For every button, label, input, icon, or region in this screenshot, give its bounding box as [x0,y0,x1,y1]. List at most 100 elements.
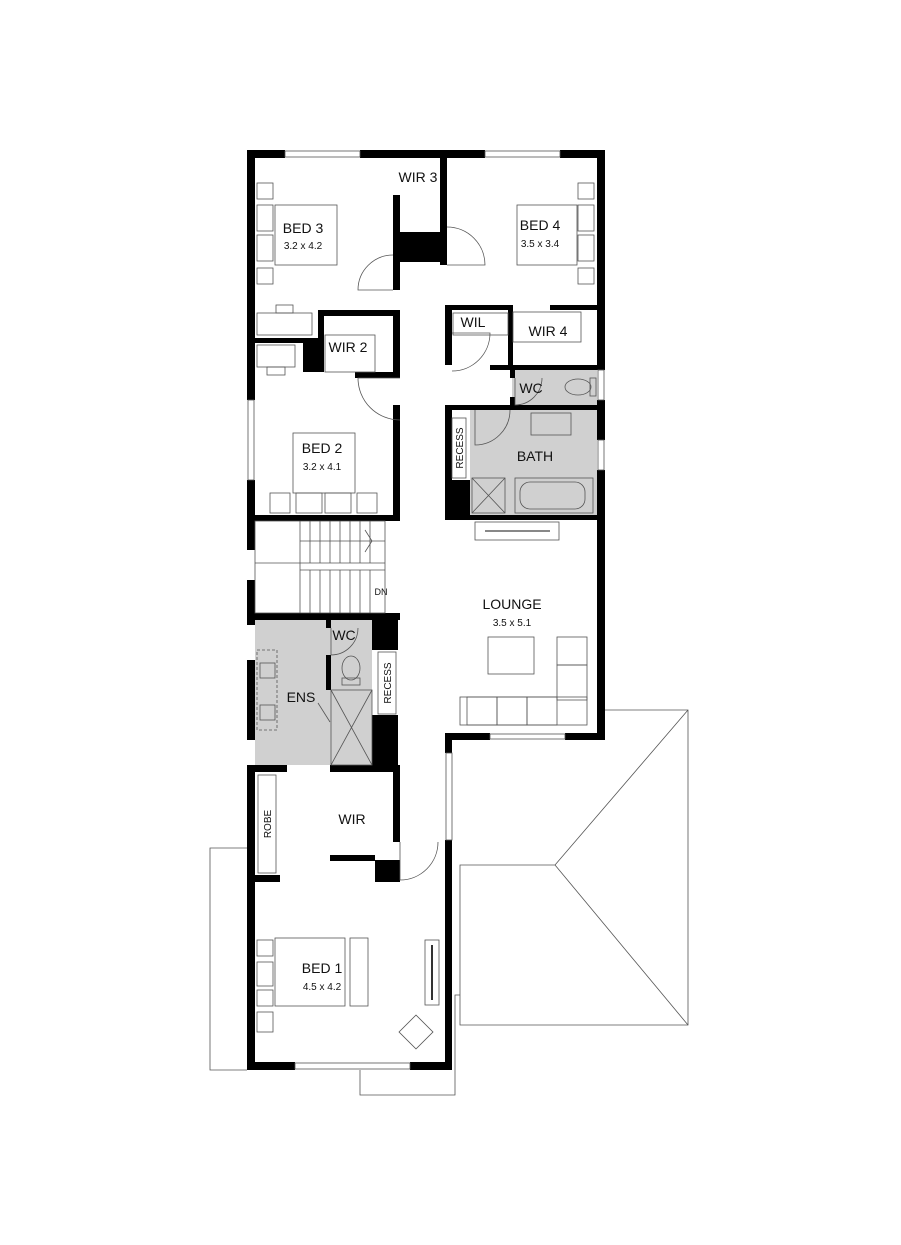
furniture-item [452,312,509,336]
wall [372,715,398,765]
wall [597,150,605,370]
furniture-item [295,492,323,514]
furniture-item [256,939,274,957]
wall [247,515,400,521]
toilet [564,378,592,396]
furniture-item [530,412,572,436]
window [247,399,255,481]
furniture-item [324,492,352,514]
wc-ens-label: WC [332,627,355,643]
furniture-item [324,334,376,373]
window [597,439,605,471]
shower-line [330,689,373,766]
wall [247,765,287,772]
wall [247,1062,295,1070]
wall [445,305,510,310]
furniture-item [259,704,276,721]
roof-hip-line [554,864,689,1026]
wet-areas [255,370,597,765]
bed3-label: BED 3 [283,220,324,236]
window [294,1062,411,1070]
window [284,150,361,158]
furniture-item [577,267,595,285]
bed2-size: 3.2 x 4.1 [303,462,342,473]
furniture-item [356,492,378,514]
furniture-item [259,662,276,679]
furniture-item [349,937,369,1007]
wall [247,150,285,158]
wall [445,733,490,740]
furniture-item [274,937,346,1007]
wall [330,855,375,861]
wall [326,620,331,628]
wall [247,770,255,1070]
door-bed4[interactable] [446,226,486,266]
wall [372,620,398,650]
wall [355,372,400,378]
furniture-item [459,696,588,726]
furniture-item [377,651,397,715]
furniture-item [487,636,535,675]
furniture-item [257,774,277,874]
furniture-item [256,312,313,336]
staircase[interactable] [254,520,386,614]
door-bed2[interactable] [357,377,401,421]
lounge-size: 3.5 x 5.1 [493,618,532,629]
wall [445,515,597,520]
wall [445,733,452,753]
wall [445,405,452,520]
door-wil[interactable] [451,332,491,372]
window [445,752,453,841]
door-wc-upper[interactable] [514,377,543,406]
furniture-item [256,989,274,1007]
wall [326,655,331,690]
bed4-size: 3.5 x 3.4 [521,239,560,250]
window [484,150,561,158]
furniture-item [274,204,338,266]
furniture-item [451,417,467,479]
window [597,369,605,401]
furniture-item [496,696,528,726]
furniture-item [514,477,594,514]
wall [508,305,513,370]
bed1-label: BED 1 [302,960,343,976]
wall [393,232,447,262]
ens-label: ENS [287,689,316,705]
furniture-item [471,477,506,514]
wall [445,405,597,410]
furniture-item [577,182,595,200]
furniture-item [330,689,373,766]
wall [247,660,255,740]
armchair [398,1014,434,1050]
bed4-label: BED 4 [520,217,561,233]
bed3-size: 3.2 x 4.2 [284,241,323,252]
furniture-item [269,492,291,514]
door-bath[interactable] [474,409,511,446]
door-bed1[interactable] [399,841,439,881]
robe-label: ROBE [263,810,274,839]
stair-arrow-icon [364,529,373,553]
wall [393,310,400,372]
window [489,733,566,740]
wall [247,338,323,343]
wall [440,150,447,265]
room-labels: BED 3 3.2 x 4.2 BED 4 3.5 x 3.4 WIR 3 WI… [263,169,568,993]
furniture-item [424,939,440,1006]
vanity [256,649,278,731]
wall [445,480,470,518]
wil-label: WIL [461,314,486,330]
wall [565,733,605,740]
door-bed3[interactable] [357,254,394,291]
deck-outline-bottom [359,994,460,1096]
wall [445,840,452,1070]
wall [393,772,400,842]
door-wc-ens[interactable] [330,627,359,656]
shower-line [317,702,331,723]
furniture-item [466,696,498,726]
wir-label: WIR [338,811,365,827]
furniture-item [512,311,582,343]
furniture-item [341,677,361,686]
furniture-item [256,182,274,200]
wall [360,150,485,158]
